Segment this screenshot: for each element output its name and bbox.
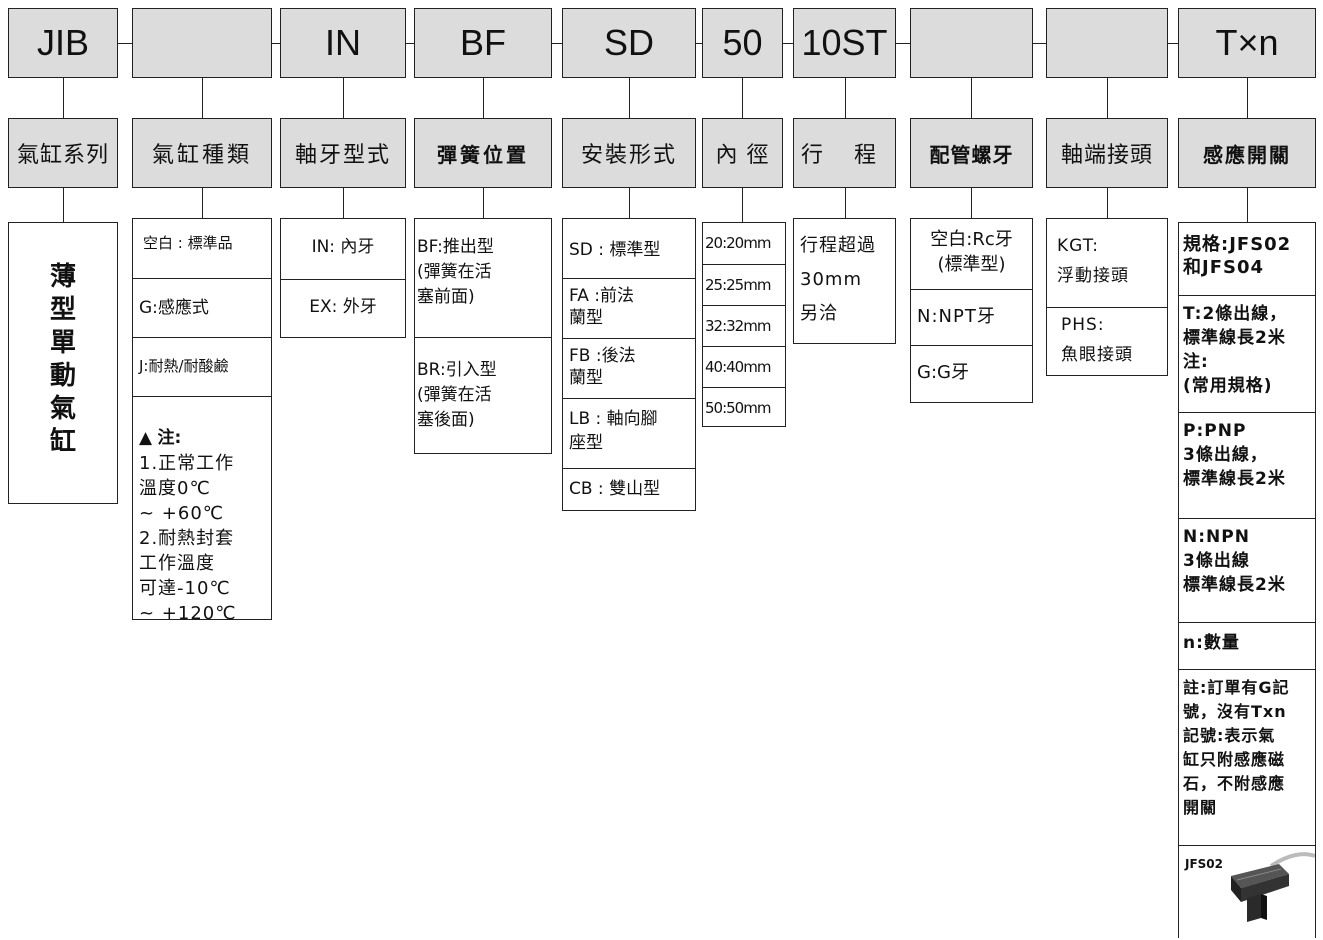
header-series: 氣缸系列 xyxy=(8,118,118,188)
series-option-box: 薄 型 單 動 氣 缸 xyxy=(8,222,118,504)
sensor-option-p: P:PNP 3條出線， 標準線長2米 xyxy=(1179,412,1315,518)
code-box-rod-end xyxy=(1046,8,1168,78)
code-connector xyxy=(272,43,280,44)
header-mount: 安裝形式 xyxy=(562,118,696,188)
stroke-option-box: 行程超過 30mm 另洽 xyxy=(793,218,896,344)
mount-option-fa: FA :前法 蘭型 xyxy=(563,278,695,338)
spring-option-bf: BF:推出型 (彈簧在活 塞前面) xyxy=(417,237,494,307)
note-title: 注: xyxy=(157,428,182,448)
connector xyxy=(971,78,972,118)
spring-option-br: BR:引入型 (彈簧在活 塞後面) xyxy=(415,337,551,455)
sensor-image-label: JFS02 xyxy=(1185,857,1224,871)
connector xyxy=(1247,78,1248,118)
type-option-box: 空白 : 標準品 G:感應式 J:耐熱/耐酸鹼 ▲ 注: 1.正常工作 溫度0℃… xyxy=(132,218,272,624)
sensor-quantity: n:數量 xyxy=(1179,622,1315,669)
mount-option-fb: FB :後法 蘭型 xyxy=(563,338,695,398)
bore-option: 20:20mm xyxy=(705,234,771,252)
type-note-body: 1.正常工作 溫度0℃ ~ +60℃ 2.耐熱封套 工作溫度 可達-10℃ ~ … xyxy=(139,453,237,624)
series-name: 薄 型 單 動 氣 缸 xyxy=(49,262,76,457)
code-connector xyxy=(406,43,414,44)
header-sensor: 感應開關 xyxy=(1178,118,1316,188)
connector xyxy=(971,188,972,218)
header-stroke: 行 程 xyxy=(793,118,896,188)
connector xyxy=(63,78,64,118)
header-bore: 內 徑 xyxy=(702,118,783,188)
port-option-blank: 空白:Rc牙 (標準型) xyxy=(930,229,1013,275)
sensor-spec: 規格:JFS02 和JFS04 xyxy=(1183,234,1292,278)
sensor-note: 註:訂單有G記 號，沒有Txn 記號:表示氣 缸只附感應磁 石，不附感應 開關 xyxy=(1179,669,1315,845)
mount-option-cb: CB : 雙山型 xyxy=(563,468,695,512)
code-connector xyxy=(696,43,702,44)
warning-icon: ▲ xyxy=(139,428,153,448)
connector xyxy=(202,188,203,218)
code-connector xyxy=(783,43,793,44)
sensor-option-n: N:NPN 3條出線 標準線長2米 xyxy=(1179,518,1315,622)
type-note: ▲ 注: 1.正常工作 溫度0℃ ~ +60℃ 2.耐熱封套 工作溫度 可達-1… xyxy=(133,396,271,655)
connector xyxy=(343,188,344,218)
code-connector xyxy=(118,43,132,44)
bore-option: 25:25mm xyxy=(703,264,785,305)
header-thread: 軸牙型式 xyxy=(280,118,406,188)
code-box-thread: IN xyxy=(280,8,406,78)
port-option-g: G:G牙 xyxy=(911,345,1032,404)
code-box-series: JIB xyxy=(8,8,118,78)
connector xyxy=(483,78,484,118)
connector xyxy=(343,78,344,118)
connector xyxy=(742,188,743,222)
connector xyxy=(629,78,630,118)
type-option-blank: 空白 : 標準品 xyxy=(143,234,233,252)
code-connector xyxy=(896,43,910,44)
thread-option-box: IN: 內牙 EX: 外牙 xyxy=(280,218,406,338)
bore-option: 32:32mm xyxy=(703,305,785,346)
port-option-n: N:NPT牙 xyxy=(911,289,1032,345)
sensor-product-image xyxy=(1231,852,1315,922)
spring-option-box: BF:推出型 (彈簧在活 塞前面) BR:引入型 (彈簧在活 塞後面) xyxy=(414,218,552,454)
rod-end-option-kgt: KGT: 浮動接頭 xyxy=(1057,236,1129,286)
bore-option-box: 20:20mm 25:25mm 32:32mm 40:40mm 50:50mm xyxy=(702,222,786,427)
connector xyxy=(742,78,743,118)
mount-option-lb: LB : 軸向腳 座型 xyxy=(563,398,695,468)
bore-option: 40:40mm xyxy=(703,346,785,387)
connector xyxy=(1247,188,1248,222)
type-option-g: G:感應式 xyxy=(133,278,271,338)
connector xyxy=(202,78,203,118)
connector xyxy=(845,188,846,218)
code-box-spring: BF xyxy=(414,8,552,78)
code-box-mount: SD xyxy=(562,8,696,78)
sensor-option-t: T:2條出線， 標準線長2米 注: (常用規格) xyxy=(1179,295,1315,412)
code-box-port xyxy=(910,8,1033,78)
connector xyxy=(1107,78,1108,118)
connector xyxy=(63,188,64,222)
connector xyxy=(845,78,846,118)
thread-option-in: IN: 內牙 xyxy=(311,237,375,257)
rod-end-option-box: KGT: 浮動接頭 PHS: 魚眼接頭 xyxy=(1046,218,1168,376)
connector xyxy=(483,188,484,218)
code-connector xyxy=(552,43,562,44)
rod-end-option-phs: PHS: 魚眼接頭 xyxy=(1047,307,1167,377)
sensor-option-box: 規格:JFS02 和JFS04 T:2條出線， 標準線長2米 注: (常用規格)… xyxy=(1178,222,1316,938)
mount-option-box: SD : 標準型 FA :前法 蘭型 FB :後法 蘭型 LB : 軸向腳 座型… xyxy=(562,218,696,511)
sensor-image-cell: JFS02 xyxy=(1179,845,1315,939)
connector xyxy=(1107,188,1108,218)
code-box-type xyxy=(132,8,272,78)
type-option-j: J:耐熱/耐酸鹼 xyxy=(133,337,271,397)
code-box-stroke: 10ST xyxy=(793,8,896,78)
header-port: 配管螺牙 xyxy=(910,118,1033,188)
port-option-box: 空白:Rc牙 (標準型) N:NPT牙 G:G牙 xyxy=(910,218,1033,403)
code-connector xyxy=(1033,43,1046,44)
header-rod-end: 軸端接頭 xyxy=(1046,118,1168,188)
code-box-sensor: T×n xyxy=(1178,8,1316,78)
stroke-note: 行程超過 30mm 另洽 xyxy=(800,235,876,324)
header-spring: 彈簧位置 xyxy=(414,118,552,188)
code-box-bore: 50 xyxy=(702,8,783,78)
header-type: 氣缸種類 xyxy=(132,118,272,188)
code-connector xyxy=(1168,43,1178,44)
mount-option-sd: SD : 標準型 xyxy=(569,240,661,260)
bore-option: 50:50mm xyxy=(703,387,785,428)
thread-option-ex: EX: 外牙 xyxy=(281,279,405,339)
connector xyxy=(629,188,630,218)
